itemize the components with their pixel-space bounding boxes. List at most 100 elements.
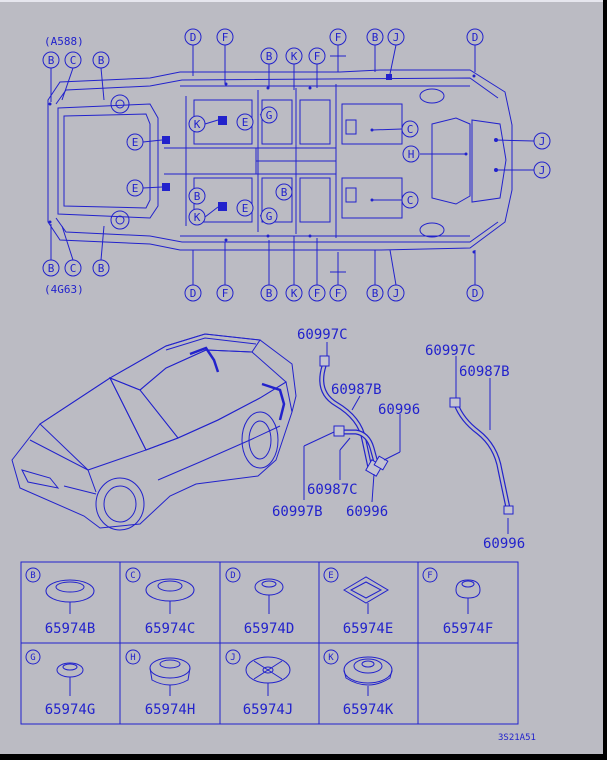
svg-text:B: B xyxy=(98,54,105,67)
part-label-60997c-right: 60997C xyxy=(425,343,476,359)
callout-left-top-c: C xyxy=(64,51,82,69)
svg-text:C: C xyxy=(70,54,77,67)
callout-left-bottom-b2: B xyxy=(92,259,110,277)
part-number-65974k: 65974K xyxy=(343,702,394,718)
svg-text:K: K xyxy=(328,653,334,663)
part-label-60996-right: 60996 xyxy=(483,536,525,552)
svg-text:B: B xyxy=(372,287,379,300)
part-cell-h: H 65974H xyxy=(125,649,195,718)
callout-j2: J xyxy=(533,161,551,179)
callout-b3: B xyxy=(188,187,206,205)
part-label-60996-left-top: 60996 xyxy=(378,402,420,418)
svg-text:H: H xyxy=(130,653,135,663)
svg-text:D: D xyxy=(472,287,479,300)
svg-text:D: D xyxy=(472,31,479,44)
svg-text:F: F xyxy=(222,31,229,44)
svg-text:E: E xyxy=(242,116,249,129)
part-number-65974d: 65974D xyxy=(244,621,295,637)
svg-text:J: J xyxy=(393,287,400,300)
svg-text:E: E xyxy=(132,136,139,149)
svg-text:K: K xyxy=(194,118,201,131)
callout-e3: E xyxy=(126,179,144,197)
svg-text:J: J xyxy=(539,164,546,177)
callout-g2: G xyxy=(260,207,278,225)
svg-text:H: H xyxy=(408,148,415,161)
part-label-60997c-left: 60997C xyxy=(297,327,348,343)
part-cell-e: E 65974E xyxy=(323,567,394,637)
svg-text:C: C xyxy=(407,123,414,136)
part-cell-b: B 65974B xyxy=(25,567,96,637)
callout-bottom-f2: F xyxy=(308,284,326,302)
part-cell-j: J 65974J xyxy=(225,649,294,718)
svg-text:E: E xyxy=(132,182,139,195)
callout-top-j: J xyxy=(387,28,405,46)
part-cell-k: K 65974K xyxy=(323,649,394,718)
callout-bottom-d2: D xyxy=(466,284,484,302)
callout-left-top-b2: B xyxy=(92,51,110,69)
part-cell-d: D 65974D xyxy=(225,567,295,637)
svg-text:B: B xyxy=(266,287,273,300)
svg-text:F: F xyxy=(222,287,229,300)
svg-text:J: J xyxy=(393,31,400,44)
inner-callouts: K E G C J E H E B B K E G C J xyxy=(126,106,551,226)
svg-text:J: J xyxy=(539,135,546,148)
svg-text:D: D xyxy=(230,571,235,581)
callout-top-f2: F xyxy=(308,47,326,65)
svg-text:B: B xyxy=(266,50,273,63)
part-cell-c: C 65974C xyxy=(125,567,195,637)
callout-c1: C xyxy=(401,120,419,138)
callout-left-bottom-c: C xyxy=(64,259,82,277)
svg-text:K: K xyxy=(291,50,298,63)
callout-bottom-d1: D xyxy=(184,284,202,302)
callout-top-d2: D xyxy=(466,28,484,46)
svg-text:G: G xyxy=(30,653,35,663)
callout-k2: K xyxy=(188,208,206,226)
svg-text:K: K xyxy=(291,287,298,300)
svg-text:B: B xyxy=(372,31,379,44)
svg-text:K: K xyxy=(194,211,201,224)
engine-variant-top: (A588) xyxy=(44,35,84,48)
part-number-65974e: 65974E xyxy=(343,621,394,637)
callout-e1: E xyxy=(236,113,254,131)
part-label-60987b-left: 60987B xyxy=(331,382,382,398)
part-number-65974b: 65974B xyxy=(45,621,96,637)
svg-text:D: D xyxy=(190,31,197,44)
callout-top-d1: D xyxy=(184,28,202,46)
callout-top-f1: F xyxy=(216,28,234,46)
callout-c2: C xyxy=(401,191,419,209)
bottom-callouts: D F B K F F B J D B C B (4G63) xyxy=(42,259,484,302)
svg-text:B: B xyxy=(281,186,288,199)
callout-left-bottom-b1: B xyxy=(42,259,60,277)
callout-bottom-f1: F xyxy=(216,284,234,302)
car-isometric-view xyxy=(11,333,297,531)
drawing-code: 3S21A51 xyxy=(498,733,536,743)
callout-b4: B xyxy=(275,183,293,201)
callout-top-f3: F xyxy=(329,28,347,46)
svg-text:B: B xyxy=(48,262,55,275)
callout-bottom-f3: F xyxy=(329,284,347,302)
svg-text:B: B xyxy=(30,571,35,581)
svg-text:F: F xyxy=(314,50,321,63)
callout-bottom-j: J xyxy=(387,284,405,302)
svg-text:B: B xyxy=(194,190,201,203)
callout-j1: J xyxy=(533,132,551,150)
hose-assembly-right: 60997C 60987B 60996 xyxy=(425,343,525,552)
svg-text:C: C xyxy=(130,571,135,581)
part-label-60996-left-bottom: 60996 xyxy=(346,504,388,520)
callout-bottom-b2: B xyxy=(366,284,384,302)
callout-k1: K xyxy=(188,115,206,133)
svg-text:C: C xyxy=(407,194,414,207)
part-number-65974g: 65974G xyxy=(45,702,96,718)
svg-text:B: B xyxy=(98,262,105,275)
svg-text:G: G xyxy=(266,210,273,223)
part-cell-g: G 65974G xyxy=(25,649,96,718)
callout-top-b1: B xyxy=(260,47,278,65)
svg-text:D: D xyxy=(190,287,197,300)
callout-left-top-b1: B xyxy=(42,51,60,69)
underbody-plan-view: D F B K F F B J D B C B (A588) D F B K F… xyxy=(42,28,551,302)
svg-text:F: F xyxy=(335,31,342,44)
part-number-65974j: 65974J xyxy=(243,702,294,718)
svg-text:C: C xyxy=(70,262,77,275)
callout-e4: E xyxy=(236,199,254,217)
